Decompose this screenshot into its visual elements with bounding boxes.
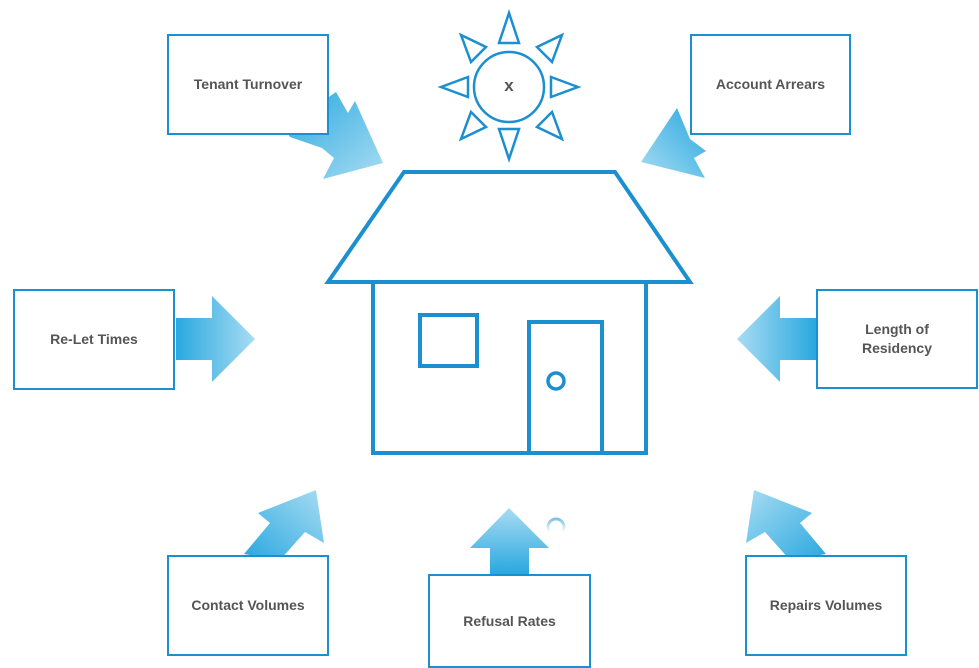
factor-label: Re-Let Times [50,331,138,347]
house-icon [324,170,694,455]
sun-label: x [504,76,514,95]
factor-box-tenant-turnover: Tenant Turnover [167,34,329,135]
factor-label: Refusal Rates [463,612,556,629]
house-reflection [371,460,648,560]
factor-label: Tenant Turnover [193,76,303,92]
factor-label: Account Arrears [715,76,826,92]
arrow-refusal-rates [470,508,549,574]
factor-box-repairs-volumes: Repairs Volumes [745,555,907,656]
factor-label: Length of Residency [861,321,933,356]
factor-box-account-arrears: Account Arrears [690,34,851,135]
factor-box-contact-volumes: Contact Volumes [167,555,329,656]
factor-label: Repairs Volumes [769,597,883,613]
factor-box-relet-times: Re-Let Times [13,289,175,390]
arrow-contact-volumes [244,490,324,560]
arrow-relet-times [176,296,255,382]
factor-box-length-of-residency: Length of Residency [816,289,978,389]
factor-label: Contact Volumes [191,597,305,613]
factor-box-refusal-rates: Refusal Rates [428,574,591,668]
arrow-repairs-volumes [746,490,826,560]
arrow-length-of-residency [737,296,816,382]
arrow-account-arrears [641,108,706,178]
sun-icon [437,9,582,163]
